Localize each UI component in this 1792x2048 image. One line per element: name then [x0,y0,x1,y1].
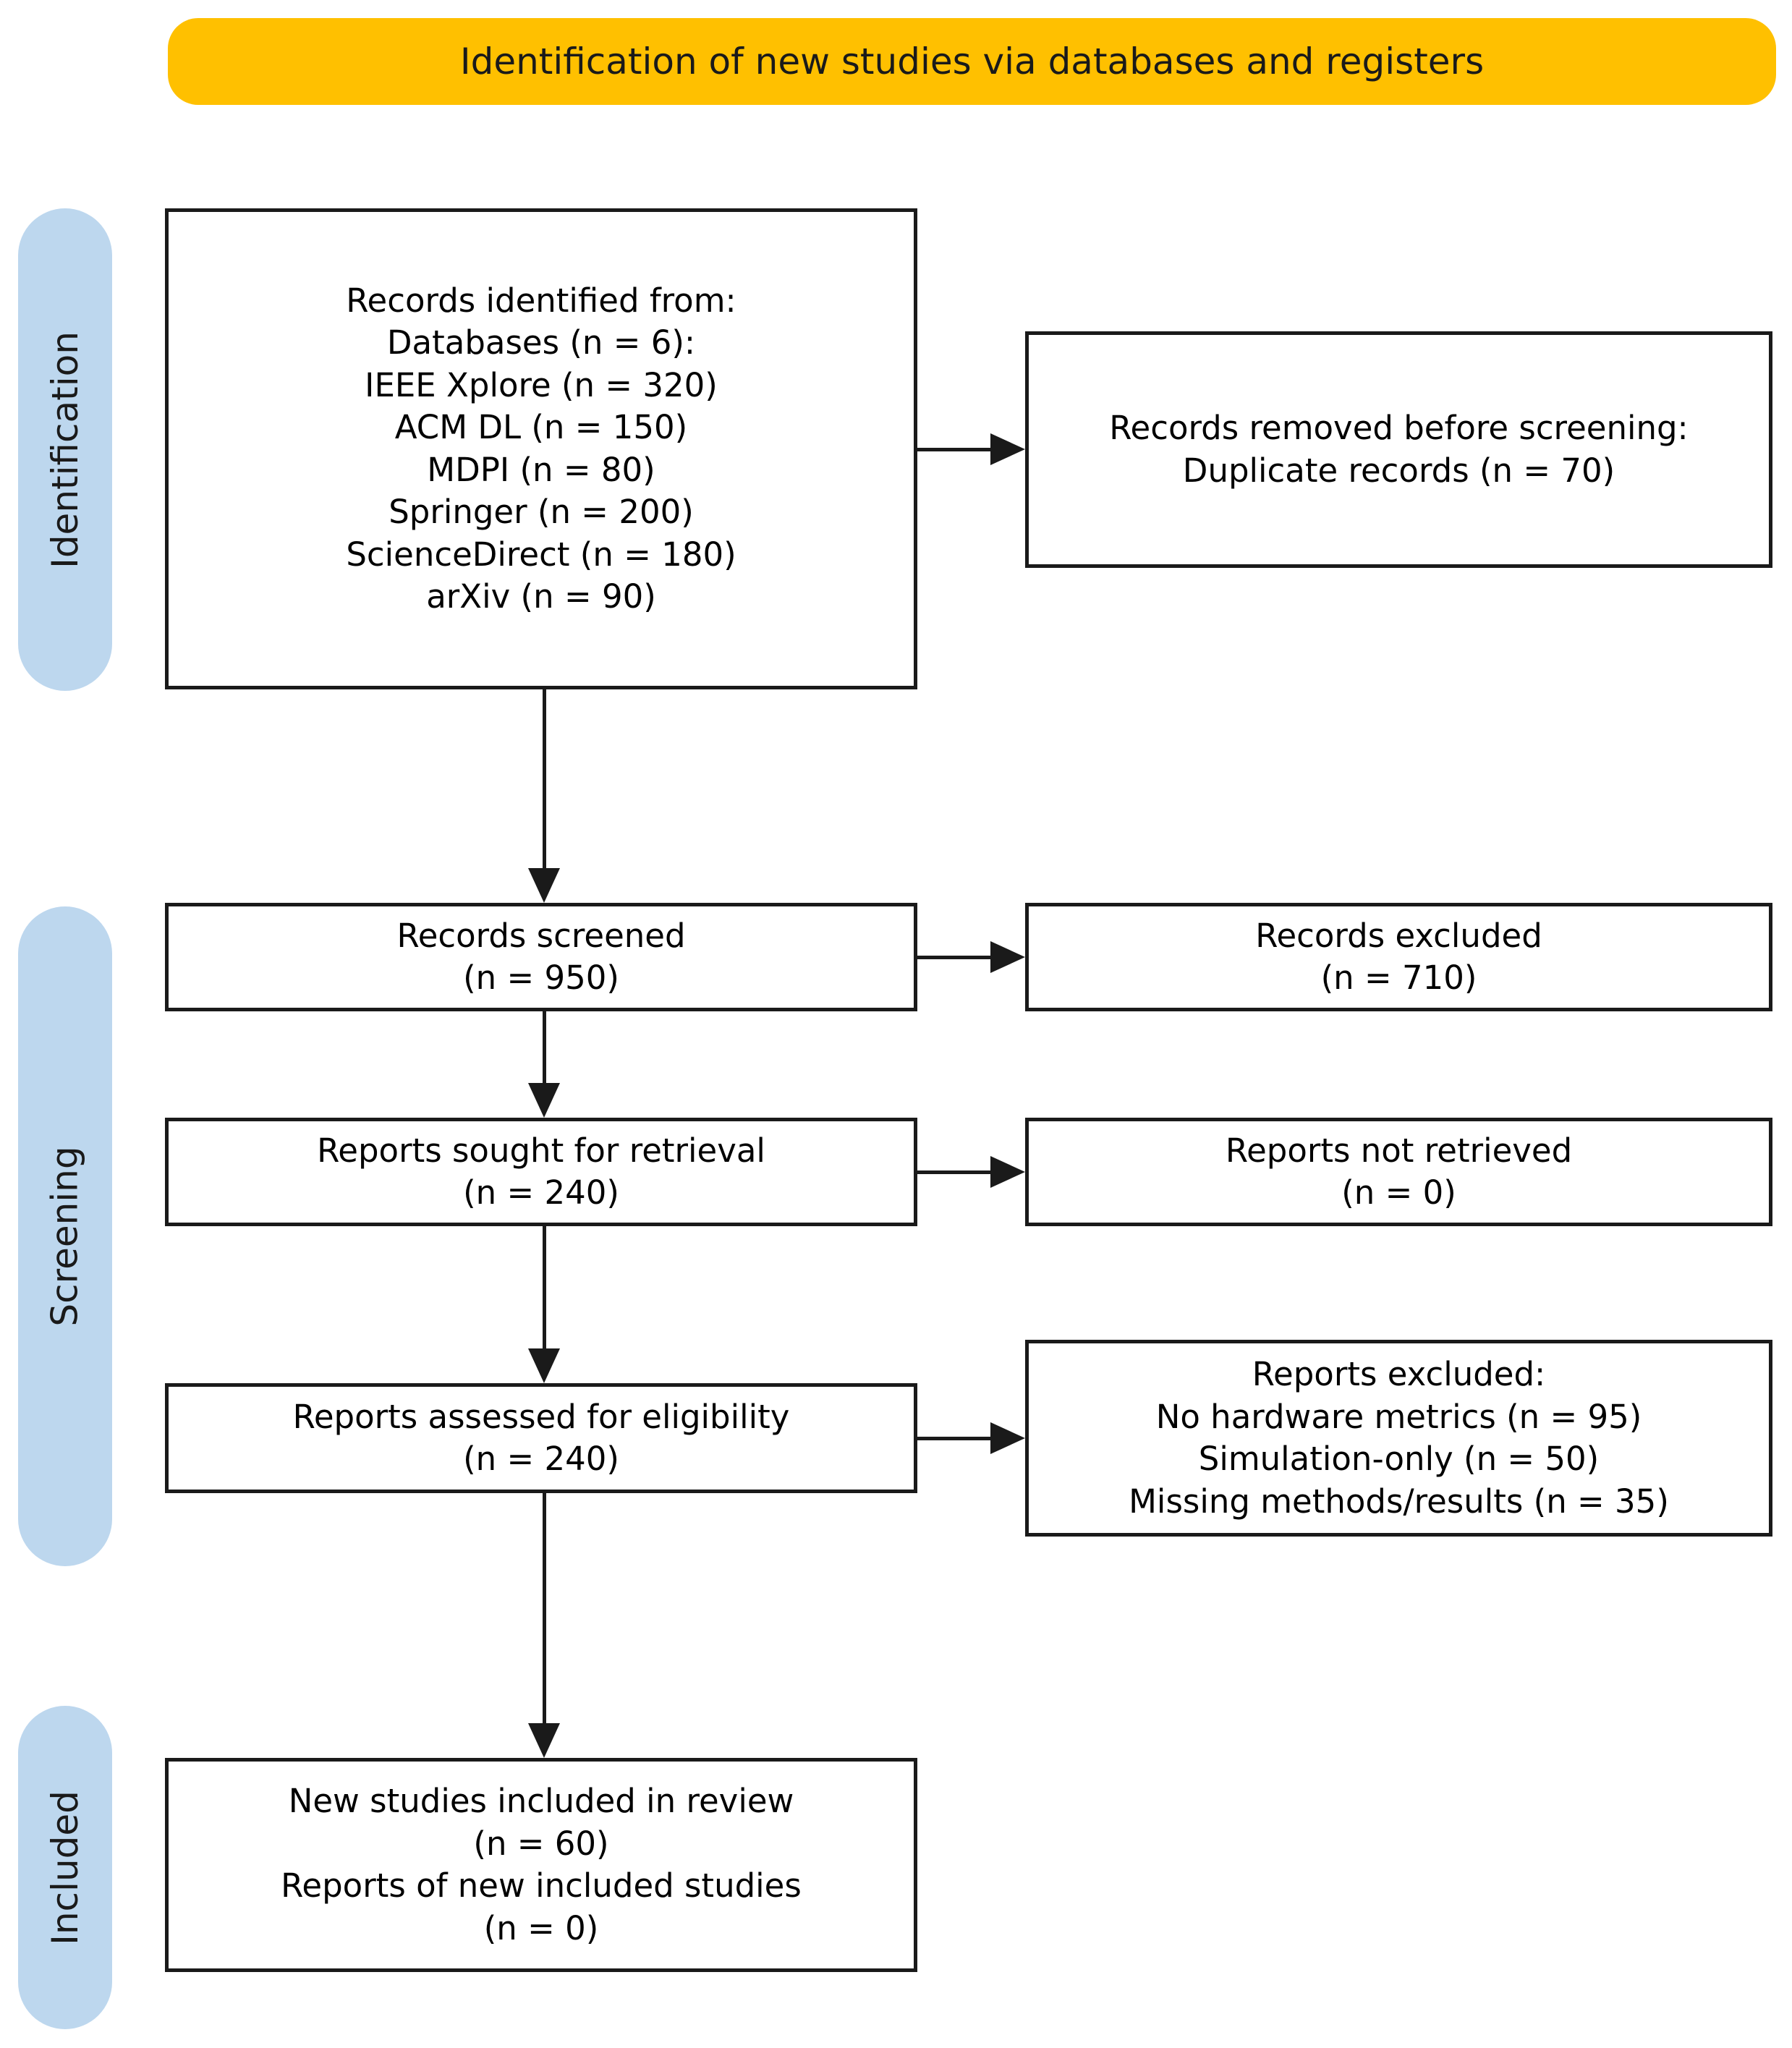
box-records-screened: Records screened (n = 950) [165,903,917,1011]
box-line: IEEE Xplore (n = 320) [365,365,718,404]
box-line: No hardware metrics (n = 95) [1155,1397,1642,1436]
box-reports-sought: Reports sought for retrieval (n = 240) [165,1118,917,1226]
arrowhead-right [990,433,1025,465]
stage-pill-screening: Screening [18,906,112,1566]
arrow-shaft [543,1226,546,1350]
stage-pill-included: Included [18,1706,112,2029]
box-line: MDPI (n = 80) [427,450,655,489]
diagram-title-banner: Identification of new studies via databa… [168,18,1776,105]
box-reports-excluded: Reports excluded: No hardware metrics (n… [1025,1340,1772,1537]
arrowhead-down [528,1348,560,1383]
box-line: Reports excluded: [1252,1355,1546,1393]
box-records-excluded: Records excluded (n = 710) [1025,903,1772,1011]
arrowhead-down [528,868,560,903]
box-line: ScienceDirect (n = 180) [346,535,736,574]
box-line: Databases (n = 6): [386,323,696,362]
box-line: Springer (n = 200) [388,493,694,531]
box-line: Simulation-only (n = 50) [1198,1440,1600,1478]
box-line: (n = 950) [463,959,619,997]
arrowhead-right [990,941,1025,973]
box-line: ACM DL (n = 150) [394,408,688,446]
box-line: (n = 60) [473,1824,609,1863]
box-line: (n = 710) [1320,959,1477,997]
arrow-shaft [917,1437,992,1440]
box-records-identified: Records identified from: Databases (n = … [165,208,917,689]
box-line: (n = 240) [463,1173,619,1212]
box-reports-assessed: Reports assessed for eligibility (n = 24… [165,1383,917,1493]
box-line: Missing methods/results (n = 35) [1129,1482,1669,1521]
stage-label-included: Included [44,1790,86,1945]
arrow-shaft [543,689,546,870]
arrow-shaft [917,1170,992,1174]
arrow-shaft [543,1493,546,1725]
arrowhead-right [990,1156,1025,1188]
arrow-shaft [543,1011,546,1084]
box-line: arXiv (n = 90) [426,577,656,616]
box-new-studies-included: New studies included in review (n = 60) … [165,1758,917,1972]
stage-label-identification: Identification [44,331,86,569]
box-line: Reports assessed for eligibility [292,1397,790,1436]
arrowhead-right [990,1422,1025,1454]
box-reports-not-retrieved: Reports not retrieved (n = 0) [1025,1118,1772,1226]
box-line: New studies included in review [288,1782,794,1820]
box-line: Records identified from: [346,281,736,320]
box-line: Records removed before screening: [1109,409,1689,447]
box-line: (n = 240) [463,1440,619,1478]
box-line: Records screened [396,916,686,955]
arrowhead-down [528,1083,560,1118]
box-line: Records excluded [1255,916,1542,955]
box-line: Duplicate records (n = 70) [1182,451,1615,490]
stage-pill-identification: Identification [18,208,112,691]
box-records-removed: Records removed before screening: Duplic… [1025,331,1772,568]
stage-label-screening: Screening [44,1146,86,1327]
arrow-shaft [917,448,992,451]
box-line: Reports of new included studies [281,1866,802,1905]
box-line: Reports sought for retrieval [317,1131,765,1170]
arrowhead-down [528,1723,560,1758]
box-line: Reports not retrieved [1225,1131,1573,1170]
box-line: (n = 0) [1341,1173,1456,1212]
box-line: (n = 0) [483,1908,599,1947]
arrow-shaft [917,956,992,959]
